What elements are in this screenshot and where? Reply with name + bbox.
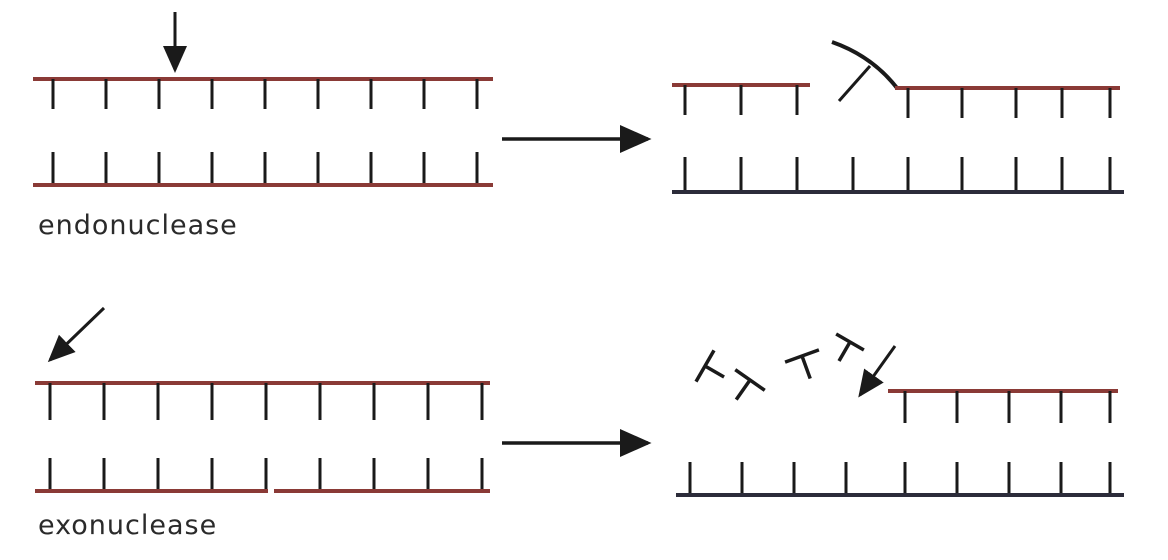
endonuclease-after-duplex [672,40,1124,194]
top-strand-bases [51,79,479,109]
released-nucleotide [835,332,865,362]
bottom-strand-bases [51,152,479,184]
exonuclease-before-duplex [35,381,490,493]
released-nucleotide [734,368,766,401]
exonuclease-end-arrow [47,306,106,363]
bottom-strand-bases [48,458,484,490]
after-bottom-strand-bases [688,462,1112,494]
exonuclease-position-arrow [858,345,897,398]
left-fragment-bases [683,85,799,115]
released-nucleotide [784,348,820,380]
endonuclease-label: endonuclease [38,210,238,241]
endonuclease-before-duplex [33,77,493,187]
right-fragment-bases [906,88,1112,118]
remaining-top-bases [903,391,1112,423]
flap-base [837,65,872,102]
after-bottom-strand-bases [683,157,1112,190]
exonuclease-after-duplex [676,332,1124,497]
top-strand-bases [48,383,484,420]
released-nucleotides [694,332,865,401]
released-nucleotide [694,349,725,383]
displaced-flap [831,40,899,90]
exonuclease-label: exonuclease [38,510,218,541]
